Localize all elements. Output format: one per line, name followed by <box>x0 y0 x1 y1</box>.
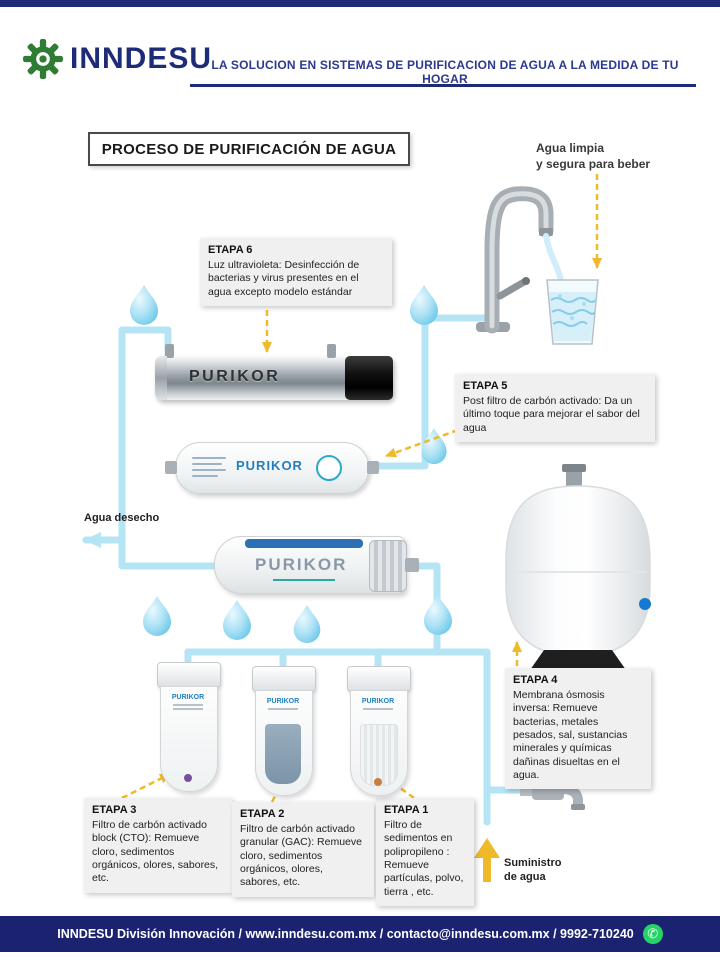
filter-cap <box>157 662 221 688</box>
stage-4-title: ETAPA 4 <box>513 674 558 686</box>
stage-5-text: Post filtro de carbón activado: Da un úl… <box>463 395 640 434</box>
stage-2-text: Filtro de carbón activado granular (GAC)… <box>240 823 362 889</box>
stage-5-box: ETAPA 5 Post filtro de carbón activado: … <box>455 374 655 442</box>
tank-base <box>530 650 626 670</box>
stage3-connector <box>121 772 171 800</box>
uv-end-cap <box>345 356 393 400</box>
uv-fitting-right <box>327 344 336 358</box>
header-underline <box>190 84 696 87</box>
storage-tank <box>505 464 651 670</box>
clean-water-label: Agua limpia y segura para beber <box>536 140 650 172</box>
filter-cto-brand: PURIKOR <box>171 694 205 701</box>
label-line <box>192 469 226 471</box>
stage-3-text: Filtro de carbón activado block (CTO): R… <box>92 819 219 885</box>
pipe-uv-to-membrane <box>118 326 226 570</box>
uv-filter-brand: PURIKOR <box>189 368 281 385</box>
stage-3-title: ETAPA 3 <box>92 804 137 816</box>
water-drop-icon <box>223 600 251 640</box>
membrane-fitting <box>405 558 419 572</box>
filter-gac-brand: PURIKOR <box>266 698 300 705</box>
filter-gac: PURIKOR <box>252 666 316 796</box>
tagline: LA SOLUCION EN SISTEMAS DE PURIFICACION … <box>211 58 679 86</box>
label-line <box>173 704 203 706</box>
label-line <box>363 708 393 710</box>
stage1-connector <box>384 775 415 800</box>
postcarbon-fitting-right <box>367 461 379 474</box>
footer-text: INNDESU División Innovación / www.inndes… <box>57 927 634 941</box>
membrane-label-strip <box>245 539 363 548</box>
stage-6-box: ETAPA 6 Luz ultravioleta: Desinfección d… <box>200 238 392 306</box>
postcarbon-fitting-left <box>165 461 177 474</box>
membrane-housing: PURIKOR <box>214 536 419 594</box>
diagram-title: PROCESO DE PURIFICACIÓN DE AGUA <box>88 132 410 166</box>
supply-line2: de agua <box>504 871 546 884</box>
label-line <box>192 463 222 465</box>
filter-sediment-dot <box>374 778 382 786</box>
water-stream <box>543 233 564 283</box>
filter-cap <box>252 666 316 692</box>
gac-cartridge <box>265 724 301 784</box>
stage-6-title: ETAPA 6 <box>208 244 253 256</box>
stage5-connector <box>385 428 459 458</box>
filter-sediment-brand: PURIKOR <box>361 698 395 705</box>
uv-left-ring <box>155 356 167 400</box>
water-drop-icon <box>424 595 452 635</box>
supply-arrow <box>474 838 500 882</box>
clean-water-line2: y segura para beber <box>536 157 651 172</box>
label-line <box>173 708 203 710</box>
postcarbon-filter: PURIKOR <box>165 442 379 494</box>
stage-4-text: Membrana ósmosis inversa: Remueve bacter… <box>513 689 628 781</box>
label-line <box>192 457 226 459</box>
stage-5-title: ETAPA 5 <box>463 380 508 392</box>
stage-1-title: ETAPA 1 <box>384 804 429 816</box>
water-drop-icon <box>293 605 321 644</box>
kitchen-faucet <box>476 186 564 334</box>
label-line <box>268 708 298 710</box>
uv-filter: PURIKOR <box>155 344 393 400</box>
pipe-supply-riser <box>433 648 491 826</box>
waste-water-label: Agua desecho <box>84 512 160 524</box>
stage-6-text: Luz ultravioleta: Desinfección de bacter… <box>208 259 360 298</box>
stage-3-box: ETAPA 3 Filtro de carbón activado block … <box>84 798 232 893</box>
water-glass <box>546 279 599 345</box>
logo: INNDESU <box>22 38 212 80</box>
top-stripe <box>0 0 720 7</box>
footer-bar: INNDESU División Innovación / www.inndes… <box>0 916 720 952</box>
stage-1-text: Filtro de sedimentos en polipropileno : … <box>384 819 464 898</box>
membrane-brand: PURIKOR <box>255 555 348 574</box>
stage-2-title: ETAPA 2 <box>240 808 285 820</box>
filter-sediment: PURIKOR <box>347 666 411 796</box>
supply-label: Suministro de agua <box>504 856 561 885</box>
filter-cto-dot <box>184 774 192 782</box>
water-drop-icon <box>130 285 158 325</box>
stage-2-box: ETAPA 2 Filtro de carbón activado granul… <box>232 802 374 897</box>
postcarbon-brand: PURIKOR <box>236 458 303 473</box>
tank-valve <box>639 598 651 610</box>
filter-cap <box>347 666 411 692</box>
stage-1-box: ETAPA 1 Filtro de sedimentos en poliprop… <box>376 798 474 906</box>
membrane-model-line <box>273 579 335 581</box>
supply-line1: Suministro <box>504 857 562 869</box>
water-drop-icon <box>143 596 171 636</box>
water-drop-icon <box>410 285 438 325</box>
uv-fitting-left <box>165 344 174 358</box>
label-badge-icon <box>316 455 342 481</box>
gear-icon <box>23 39 63 79</box>
membrane-end-cap <box>369 540 407 592</box>
tank-fitting-cap <box>562 464 586 472</box>
brand-text: INNDESU <box>70 42 213 75</box>
clean-water-line1: Agua limpia <box>536 141 605 155</box>
whatsapp-icon: ✆ <box>642 924 663 944</box>
pipe-postcarbon-to-faucet <box>368 314 490 470</box>
stage-4-box: ETAPA 4 Membrana ósmosis inversa: Remuev… <box>505 668 651 790</box>
sediment-cartridge <box>360 724 398 786</box>
label-line <box>192 475 218 477</box>
filter-cto: PURIKOR <box>157 662 221 792</box>
